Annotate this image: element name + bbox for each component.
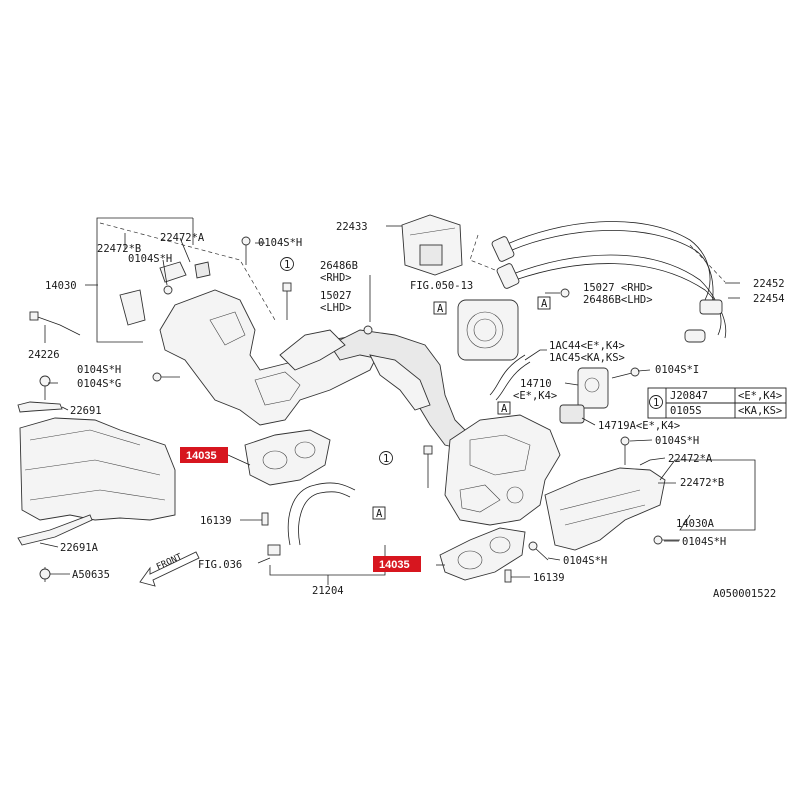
part-label-14030A: 14030A [676,518,715,530]
bracket-22691A [17,514,93,546]
coolant-hose-21204 [287,482,356,546]
part-label-1AC45: 1AC45<KA,KS> [549,352,625,364]
marker-1-label-2: 1 [383,453,389,465]
gasket-14035-left [244,429,331,486]
hose-24226 [34,315,81,336]
bolt-0104S-I [611,372,633,379]
table-cell-j20847-cond: <E*,K4> [738,390,782,402]
part-label-14035-right: 14035 [379,559,410,571]
bracket-box-14030 [96,217,193,343]
part-label-0104SH-left: 0104S*H [77,364,121,376]
vacuum-hose [489,354,526,396]
cover-14030A [544,467,666,551]
callout-markers: A A A A 1 1 1 [280,257,663,520]
part-label-A50635: A50635 [72,569,110,581]
part-label-14035-left: 14035 [186,450,217,462]
fig-ref-050-13: FIG.050-13 [410,280,473,292]
part-label-0104SI: 0104S*I [655,364,699,376]
right-manifold [444,414,561,526]
part-label-22472B-right: 22472*B [680,477,724,489]
part-label-0104SH-br: 0104S*H [682,536,726,548]
part-label-14030: 14030 [45,280,77,292]
fig-ref-036: FIG.036 [198,559,242,571]
part-label-rhd-a: <RHD> [320,272,352,284]
part-label-22454: 22454 [753,293,785,305]
part-label-21204: 21204 [312,585,344,597]
dowel-16139-left [261,512,269,526]
part-label-0104SH-bottom: 0104S*H [563,555,607,567]
part-label-14710-sub: <E*,K4> [513,390,557,402]
table-cell-0105s: 0105S [670,405,702,417]
purge-valve-14710 [577,367,609,409]
part-label-26486B-lhd: 26486B<LHD> [583,294,653,306]
bracket-22691 [17,401,63,413]
marker-1-circle [280,257,294,271]
engine-block [19,417,176,521]
marker-a-label: A [437,303,444,315]
dowel-16139-right [504,569,512,583]
front-label: FRONT [155,552,184,573]
marker-a-label-3: A [501,403,508,415]
part-label-0104SH-top-small: 0104S*H [128,253,172,265]
marker-1-circle-3 [649,395,663,409]
marker-a-box-2 [537,296,551,310]
part-label-0104SH-right: 0104S*H [655,435,699,447]
leader-lines [39,225,740,585]
part-label-16139-right: 16139 [533,572,565,584]
part-labels: 14030 22472*B 22472*A 0104S*H 0104S*H 22… [28,221,785,600]
part-label-26486B-rhd: 26486B [320,260,358,272]
spark-plug-cord-22452 [504,221,711,301]
marker-1-circle-2 [379,451,393,465]
marker-a-box-3 [497,401,511,415]
sensor-15027-rhd [560,288,570,298]
part-label-14710: 14710 [520,378,552,390]
table-cell-0105s-cond: <KA,KS> [738,405,782,417]
marker-a-label-4: A [376,508,383,520]
part-label-22452: 22452 [753,278,785,290]
marker-a-box [433,301,447,315]
gasket-14035-right [439,527,526,581]
part-label-16139-left: 16139 [200,515,232,527]
sensor-15027-lhd [363,325,373,335]
highlight-14035-left-box [180,447,228,463]
part-label-0104SH-top: 0104S*H [258,237,302,249]
part-label-14719A: 14719A<E*,K4> [598,420,680,432]
part-label-1AC44: 1AC44<E*,K4> [549,340,625,352]
part-label-15027-lhd: 15027 [320,290,352,302]
front-arrow: FRONT [139,551,200,587]
bolt-0104S-H-bottom [534,547,549,561]
part-label-22691: 22691 [70,405,102,417]
diagram-reference-id: A050001522 [713,588,776,600]
highlight-14035-right-box [373,556,421,572]
connector-22472 [119,289,146,326]
condition-table: J20847 <E*,K4> 0105S <KA,KS> [647,387,787,419]
part-label-0104SG: 0104S*G [77,378,121,390]
part-label-22472A-right: 22472*A [668,453,713,465]
throttle-body [457,299,519,361]
table-cell-j20847: J20847 [670,390,708,402]
part-label-22433: 22433 [336,221,368,233]
part-label-lhd-a: <LHD> [320,302,352,314]
part-label-22472A-top: 22472*A [160,232,205,244]
part-label-22691A: 22691A [60,542,99,554]
marker-a-box-4 [372,506,386,520]
marker-a-label-2: A [541,298,548,310]
marker-1-label-3: 1 [653,397,659,409]
spark-plug-cord-22454 [509,254,722,336]
part-label-22472B-top: 22472*B [97,243,141,255]
part-label-15027-rhd: 15027 <RHD> [583,282,653,294]
part-label-24226: 24226 [28,349,60,361]
marker-1-label: 1 [284,259,290,271]
